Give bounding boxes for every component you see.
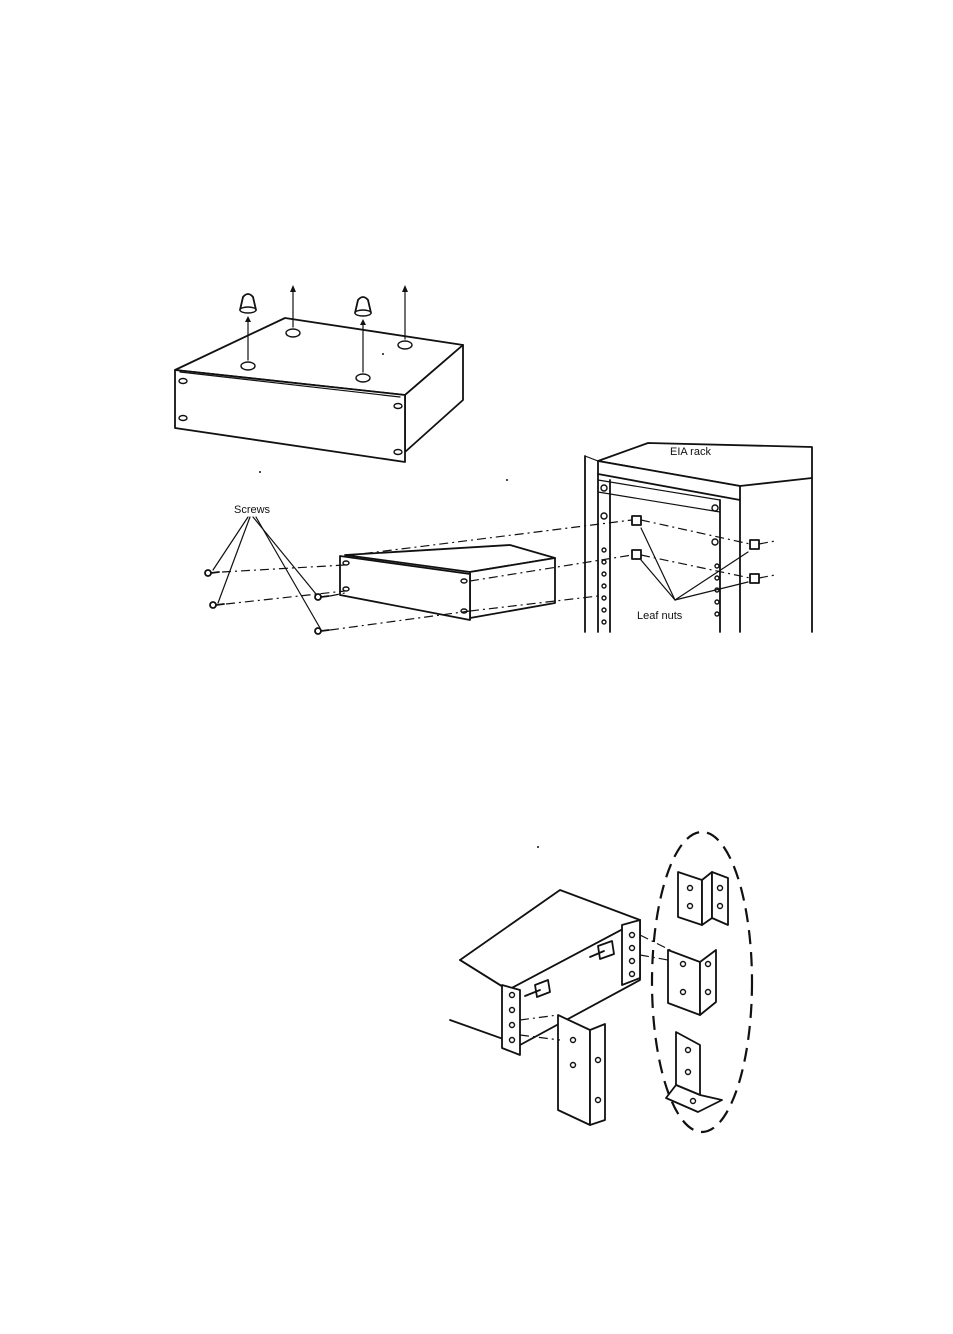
unit-side-view	[450, 890, 640, 1055]
bracket-option-l	[668, 950, 716, 1015]
bracket-option-z	[678, 872, 728, 925]
screws-label: Screws	[234, 504, 271, 516]
unit-being-mounted	[340, 545, 555, 620]
bracket-option-foot	[666, 1032, 722, 1112]
eia-rack: EIA rack	[585, 443, 812, 632]
eia-rack-label: EIA rack	[670, 446, 711, 458]
unit-with-feet	[175, 318, 463, 462]
leaf-nuts-label: Leaf nuts	[637, 610, 683, 622]
